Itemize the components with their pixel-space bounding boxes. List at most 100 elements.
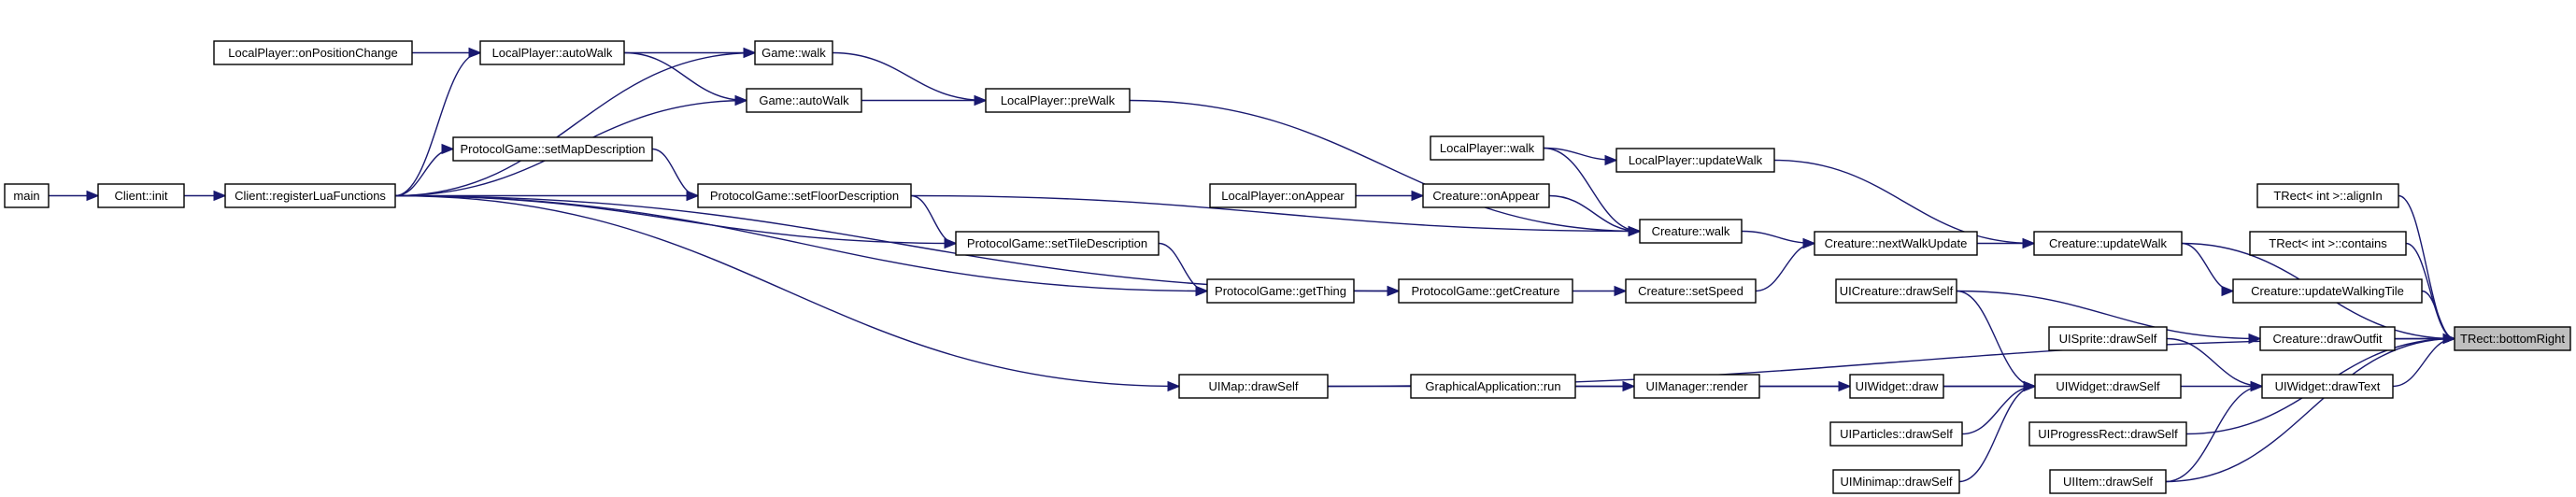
- node-label: LocalPlayer::onAppear: [1221, 189, 1345, 203]
- nodes-layer: main Client::init Client::registerLuaFunct…: [4, 40, 2571, 494]
- edge-cr-walk-to-lp-prewalk: [1129, 99, 1640, 232]
- edge-uiwidget-drawself-to-uiparticles-drawself: [1961, 387, 2035, 435]
- edge-line: [2165, 387, 2262, 483]
- node-box: [697, 183, 912, 208]
- edge-line: [1129, 99, 1640, 232]
- node-label: Game::walk: [761, 46, 826, 60]
- node-cr-updatewalk[interactable]: Creature::updateWalk: [2033, 231, 2183, 256]
- node-uiminimap-drawself[interactable]: UIMinimap::drawSelf: [1832, 469, 1960, 494]
- node-uimap-drawself[interactable]: UIMap::drawSelf: [1178, 374, 1329, 399]
- node-box: [2249, 231, 2407, 256]
- node-label: Game::autoWalk: [759, 93, 849, 107]
- edge-line: [2166, 337, 2262, 387]
- node-box: [2049, 469, 2167, 494]
- node-box: [213, 40, 413, 65]
- node-label: LocalPlayer::updateWalk: [1629, 153, 1763, 167]
- node-label: UIProgressRect::drawSelf: [2038, 427, 2178, 441]
- node-ga-run[interactable]: GraphicalApplication::run: [1410, 374, 1576, 399]
- node-lp-onposchange[interactable]: LocalPlayer::onPositionChange: [213, 40, 413, 65]
- node-box: [746, 88, 862, 113]
- node-box: [2256, 183, 2399, 208]
- node-pg-setmapdesc[interactable]: ProtocolGame::setMapDescription: [452, 136, 653, 162]
- node-trect-alignin[interactable]: TRect< int >::alignIn: [2256, 183, 2399, 208]
- node-cr-walk[interactable]: Creature::walk: [1639, 219, 1743, 244]
- edge-line: [394, 194, 1207, 291]
- edge-line: [1543, 147, 1640, 232]
- node-cr-setspeed[interactable]: Creature::setSpeed: [1625, 278, 1757, 304]
- edge-trect-bottomright-to-trect-alignin: [2398, 194, 2455, 339]
- node-label: GraphicalApplication::run: [1425, 379, 1560, 393]
- node-label: main: [13, 189, 39, 203]
- edge-line: [623, 51, 747, 101]
- node-box: [97, 183, 185, 208]
- node-label: Creature::setSpeed: [1638, 284, 1743, 298]
- node-uimanager-render[interactable]: UIManager::render: [1633, 374, 1760, 399]
- edge-uiwidget-drawtext-to-uisprite-drawself: [2166, 337, 2262, 387]
- node-game-walk[interactable]: Game::walk: [754, 40, 833, 65]
- node-box: [1398, 278, 1573, 304]
- node-cr-onappear[interactable]: Creature::onAppear: [1422, 183, 1550, 208]
- edge-trect-bottomright-to-uiitem-drawself: [2165, 339, 2455, 483]
- node-uiitem-drawself[interactable]: UIItem::drawSelf: [2049, 469, 2167, 494]
- node-label: Creature::updateWalkingTile: [2251, 284, 2404, 298]
- node-client-init[interactable]: Client::init: [97, 183, 185, 208]
- node-label: LocalPlayer::autoWalk: [492, 46, 613, 60]
- node-pg-setfloordesc[interactable]: ProtocolGame::setFloorDescription: [697, 183, 912, 208]
- node-label: Creature::updateWalk: [2049, 236, 2167, 250]
- edge-lp-updatewalk-to-lp-walk: [1543, 147, 1616, 161]
- node-trect-contains[interactable]: TRect< int >::contains: [2249, 231, 2407, 256]
- node-client-reglua[interactable]: Client::registerLuaFunctions: [224, 183, 396, 208]
- edge-line: [394, 194, 1399, 291]
- edges-layer: [49, 51, 2455, 483]
- node-label: Creature::drawOutfit: [2272, 332, 2382, 346]
- edge-lp-prewalk-to-game-walk: [832, 51, 986, 101]
- node-lp-updatewalk[interactable]: LocalPlayer::updateWalk: [1615, 148, 1775, 173]
- edge-uiwidget-drawself-to-uicreature-drawself: [1956, 290, 2036, 387]
- node-lp-walk[interactable]: LocalPlayer::walk: [1430, 135, 1544, 161]
- node-label: UIItem::drawSelf: [2063, 475, 2153, 489]
- edge-line: [1548, 194, 1640, 232]
- edge-cr-walk-to-pg-setfloordesc: [910, 194, 1640, 232]
- edge-line: [1543, 147, 1616, 161]
- edge-line: [394, 53, 755, 197]
- node-uiwidget-drawtext[interactable]: UIWidget::drawText: [2261, 374, 2394, 399]
- node-box: [955, 231, 1160, 256]
- edge-trect-bottomright-to-cr-updatewalkingtile: [2421, 290, 2455, 339]
- node-main[interactable]: main: [4, 183, 50, 208]
- node-label: UIWidget::drawSelf: [2056, 379, 2160, 393]
- edge-cr-updatewalkingtile-to-cr-updatewalk: [2181, 242, 2234, 291]
- node-uiprogress-drawself[interactable]: UIProgressRect::drawSelf: [2028, 421, 2187, 447]
- edge-line: [1773, 159, 2034, 244]
- node-lp-autowalk[interactable]: LocalPlayer::autoWalk: [479, 40, 625, 65]
- node-uiwidget-drawself[interactable]: UIWidget::drawSelf: [2034, 374, 2182, 399]
- node-uisprite-drawself[interactable]: UISprite::drawSelf: [2048, 326, 2168, 351]
- node-cr-nextwalkupdate[interactable]: Creature::nextWalkUpdate: [1814, 231, 1978, 256]
- node-lp-onappear[interactable]: LocalPlayer::onAppear: [1209, 183, 1357, 208]
- edge-pg-getcreature-to-client-reglua: [394, 194, 1399, 291]
- node-label: Client::init: [114, 189, 167, 203]
- edge-line: [910, 194, 957, 244]
- node-game-autowalk[interactable]: Game::autoWalk: [746, 88, 862, 113]
- node-label: LocalPlayer::preWalk: [1001, 93, 1116, 107]
- node-label: ProtocolGame::getThing: [1215, 284, 1346, 298]
- node-pg-settiledesc[interactable]: ProtocolGame::setTileDescription: [955, 231, 1160, 256]
- edge-pg-setfloordesc-to-pg-setmapdesc: [651, 148, 699, 196]
- node-label: TRect::bottomRight: [2460, 332, 2565, 346]
- node-cr-drawoutfit[interactable]: Creature::drawOutfit: [2259, 326, 2396, 351]
- edge-uimap-drawself-to-client-reglua: [394, 194, 1179, 387]
- node-pg-getcreature[interactable]: ProtocolGame::getCreature: [1398, 278, 1573, 304]
- node-box: [4, 183, 50, 208]
- node-uiparticles-drawself[interactable]: UIParticles::drawSelf: [1829, 421, 1963, 447]
- node-uiwidget-draw[interactable]: UIWidget::draw: [1849, 374, 1944, 399]
- node-box: [2259, 326, 2396, 351]
- node-uicreature-drawself[interactable]: UICreature::drawSelf: [1835, 278, 1957, 304]
- node-box: [1832, 469, 1960, 494]
- node-cr-updatewalkingtile[interactable]: Creature::updateWalkingTile: [2232, 278, 2423, 304]
- node-lp-prewalk[interactable]: LocalPlayer::preWalk: [985, 88, 1131, 113]
- node-box: [1835, 278, 1957, 304]
- node-box: [1625, 278, 1757, 304]
- node-trect-bottomright[interactable]: TRect::bottomRight: [2454, 326, 2571, 351]
- node-box: [2261, 374, 2394, 399]
- node-pg-getthing[interactable]: ProtocolGame::getThing: [1206, 278, 1355, 304]
